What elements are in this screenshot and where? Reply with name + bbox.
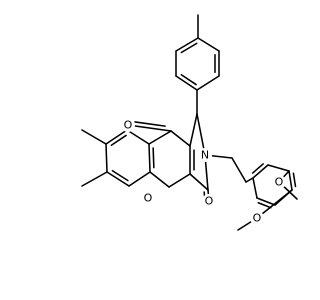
bond-r2-r3 <box>267 164 290 172</box>
bond-c3-a4 <box>149 171 170 188</box>
double-bond-r3-r4 <box>292 172 297 188</box>
bond-e1-e2 <box>231 157 247 183</box>
chemical-structure-diagram: O O O N O O <box>81 14 298 231</box>
atom-label-o-methoxy-upper: O <box>275 176 284 189</box>
double-bond-t3-t4 <box>180 42 198 54</box>
double-bond-a4-a5 <box>152 147 155 169</box>
bond-r1-r2 <box>252 164 269 179</box>
atom-o-ketone-top: O <box>121 118 135 132</box>
bond-r5-r6 <box>256 197 276 206</box>
bond-c3a-c3 <box>168 173 191 188</box>
bond-lines <box>81 14 298 231</box>
bond-r4-om2 <box>256 189 293 219</box>
atom-label-o-lactam: O <box>205 195 214 208</box>
bond-t4-t5 <box>197 37 220 52</box>
bond-a5-c9 <box>148 130 172 145</box>
double-bond-r1-r2 <box>251 163 264 174</box>
double-bond-r5-r6 <box>257 202 272 209</box>
atom-o-methoxy-upper: O <box>272 175 286 189</box>
bond-c9-c9a <box>170 130 191 147</box>
bond-c3b-c3a <box>189 173 209 191</box>
bond-a1-m1 <box>81 129 107 145</box>
bond-t6-t1 <box>196 75 220 91</box>
atom-label-o-ring: O <box>144 192 153 205</box>
atom-label-o-methoxy-lower: O <box>253 212 262 225</box>
bond-c9-ok <box>127 124 172 132</box>
bond-a3-a4 <box>128 171 151 187</box>
bond-t3-t4 <box>175 37 199 52</box>
atom-label-o-ketone-top: O <box>124 119 133 132</box>
bond-a2-a3 <box>106 171 130 187</box>
double-bond-t1-t2 <box>180 73 197 86</box>
atom-o-ring: O <box>141 191 155 205</box>
bond-t1-t2 <box>175 75 198 91</box>
bond-a2-m2 <box>81 171 108 187</box>
double-bond-c9-ok <box>134 121 166 127</box>
double-bond-a2-a3 <box>111 169 129 182</box>
double-bond-a1-a6 <box>110 134 127 147</box>
bond-r6-r1 <box>252 177 258 199</box>
atom-o-methoxy-lower: O <box>250 211 264 225</box>
bond-a1-a2 <box>105 143 108 173</box>
atom-n-pyrrole: N <box>198 148 212 162</box>
bond-a4-a5 <box>148 143 151 173</box>
bond-r3-r4 <box>288 170 293 191</box>
atom-label-n-pyrrole: N <box>201 149 209 162</box>
bond-c9a-c1 <box>189 113 198 147</box>
bond-e2-r1 <box>245 177 254 183</box>
bond-a6-a1 <box>105 129 128 145</box>
bond-a5-a6 <box>126 129 150 145</box>
atom-o-lactam: O <box>202 194 216 208</box>
